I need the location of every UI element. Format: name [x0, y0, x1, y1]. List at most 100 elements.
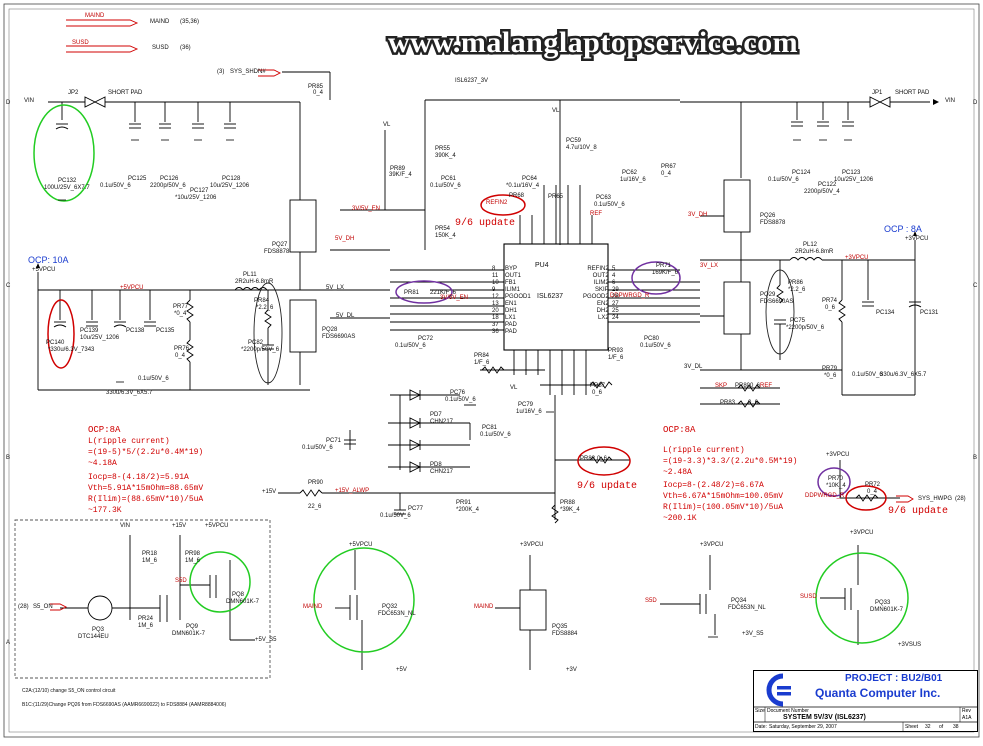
pr54-ref: PR54 — [435, 226, 451, 232]
pq34-value: FDC653N_NL — [728, 605, 766, 611]
pq3-ref: PQ3 — [92, 627, 105, 633]
calc-left-line-1: L(ripple current) — [88, 437, 170, 446]
3v5v-en-net-2: 3V/5V_EN — [440, 295, 469, 301]
pc61-ref: PC61 — [441, 176, 457, 182]
pr55-ref: PR55 — [435, 146, 451, 152]
ddpwrgd-net: DDPWRGD_R — [805, 493, 845, 499]
calc-left-line-3: ~4.18A — [88, 459, 117, 468]
quanta-logo-icon — [766, 673, 791, 707]
pr87-ref: PR87 — [590, 383, 606, 389]
pq32-ref: PQ32 — [382, 604, 398, 610]
red-mark-pr82 — [577, 446, 631, 476]
pr70-ref: PR70 — [828, 476, 844, 482]
5v-s5-rail: +5V_S5 — [255, 637, 277, 643]
document-number-label: Document Number — [767, 708, 809, 714]
pc124-value: 0.1u/50V_6 — [768, 177, 799, 183]
pin-pgood1: PGOOD1 — [505, 294, 531, 300]
sheet-border — [3, 3, 980, 738]
pr80-ref: PR80 — [735, 383, 751, 389]
pr72-ref: PR72 — [865, 482, 881, 488]
pr93-ref: PR93 — [608, 348, 624, 354]
calc-right-line-2: =(19-3.3)*3.3/(2.2u*0.5M*19) — [663, 457, 798, 466]
pc140-ref: PC140 — [46, 340, 65, 346]
pc127-value: *10u/25V_1206 — [175, 195, 217, 201]
pc125-ref: PC125 — [128, 176, 147, 182]
pin-num: 24 — [612, 315, 619, 321]
pc123-value: 10u/25V_1206 — [834, 177, 874, 183]
pu4-name: ISL6237 — [537, 293, 564, 300]
pr86-value: *2.2_6 — [788, 287, 806, 293]
pc139-ref: PC139 — [80, 328, 99, 334]
pr88-value: *39K_4 — [560, 507, 580, 513]
pin-dh1: DH1 — [505, 308, 518, 314]
pc122-value: 2200p/50V_4 — [804, 189, 840, 195]
pr79-value: *0_6 — [824, 373, 837, 379]
pc62-ref: PC62 — [622, 170, 638, 176]
pc77-value: 0.1u/50V_6 — [380, 513, 411, 519]
s5d-net: S5D — [175, 578, 187, 584]
calc-left-line-5: Iocp=8-(4.18/2)=5.91A — [88, 473, 189, 482]
pc81-ref: PC81 — [482, 425, 498, 431]
update-note-2: 9/6 update — [577, 481, 638, 492]
3v-s5-rail: +3V_S5 — [742, 631, 764, 637]
pc140-value: *330u/6.3V_7343 — [48, 347, 95, 353]
pr76-value: 0_4 — [175, 353, 186, 359]
pc80-value: 0.1u/50V_6 — [640, 343, 671, 349]
calc-right-line-6: Vth=6.67A*15mOhm=100.05mV — [663, 492, 784, 501]
pc72-value: 0.1u/50V_6 — [395, 343, 426, 349]
vl-rail: VL — [383, 122, 391, 128]
pr54-value: 150K_4 — [435, 233, 456, 239]
pr93-value: 1/F_6 — [608, 355, 624, 361]
black-mark-snubber-left — [253, 282, 283, 384]
pin-pad: PAD — [505, 322, 517, 328]
3v-dh-net: 3V_DH — [688, 212, 708, 218]
pr71-value: 169K/F_6 — [652, 270, 679, 276]
susd-ref: SUSD — [152, 45, 169, 51]
pc124-ref: PC124 — [792, 170, 811, 176]
pin-num: 18 — [492, 315, 499, 321]
3vpcu-rail: +3VPCU — [905, 236, 929, 242]
pc75-value: *2200p/50V_6 — [786, 325, 825, 331]
3vpcu-gate-rail-2: +3VPCU — [700, 542, 724, 548]
sheet-label: Sheet — [905, 724, 919, 730]
pr85-ref: PR85 — [308, 84, 324, 90]
watermark: www.malanglaptopservice.com — [386, 24, 801, 62]
pin-num: 25 — [612, 308, 619, 314]
purple-mark-pr71 — [631, 261, 681, 295]
pr89-ref: PR89 — [390, 166, 406, 172]
pq3-value: DTC144EU — [78, 634, 109, 640]
highlight-markings — [33, 104, 909, 653]
pin-num: 9 — [492, 287, 496, 293]
update-note-1: 9/6 update — [455, 218, 516, 229]
maind-pages: (35,36) — [180, 19, 200, 25]
date-value: Saturday, September 29, 2007 — [769, 724, 837, 730]
pin-num: 11 — [492, 273, 499, 279]
sys-hwpg-num: (28) — [955, 496, 966, 502]
pq35-value: FDS8884 — [552, 631, 578, 637]
pin-num: 29 — [612, 287, 619, 293]
ocp-8a-label: OCP : 8A — [884, 224, 922, 234]
pc79-value: 1u/16V_6 — [516, 409, 542, 415]
pr87-value: 0_6 — [592, 390, 603, 396]
pq28-value: FDS6690AS — [322, 334, 356, 340]
pr81-ref: PR81 — [404, 290, 420, 296]
pc77-ref: PC77 — [408, 506, 424, 512]
5vpcu-net: +5VPCU — [120, 285, 144, 291]
pq32-value: FDC653N_NL — [378, 611, 416, 617]
pin-num: 28 — [612, 294, 619, 300]
document-name: SYSTEM 5V/3V (ISL6237) — [783, 714, 866, 721]
pd8-value: CHN217 — [430, 469, 454, 475]
pr74-ref: PR74 — [822, 298, 838, 304]
5v-rail: +5V — [396, 667, 407, 673]
5v-dl-net: 5V_DL — [336, 313, 355, 319]
calc-right-line-8: ~200.1K — [663, 514, 697, 523]
maind-ref: MAIND — [150, 19, 170, 25]
pc139-value: 10u/25V_1206 — [80, 335, 120, 341]
3v-lx-net: 3V_LX — [700, 263, 719, 269]
pc125-value: 0.1u/50V_6 — [100, 183, 131, 189]
ground-symbols — [58, 139, 872, 638]
pr90-ref: PR90 — [308, 480, 324, 486]
green-mark-pq33 — [815, 552, 909, 644]
pr83-ref: PR83 — [720, 400, 736, 406]
